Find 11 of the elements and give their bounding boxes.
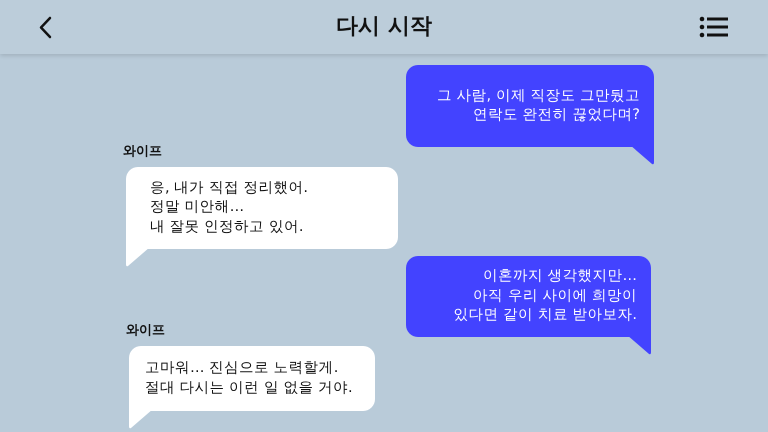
message-text: 이혼까지 생각했지만… [482, 267, 637, 286]
sender-name: 와이프 [126, 323, 165, 339]
message-text: 그 사람, 이제 직장도 그만뒀고 연락도 완전히 끊었다며? [436, 86, 640, 125]
message-text: 고마워… 진심으로 노력할게. [145, 359, 338, 378]
message-text: 정말 미안해… [150, 198, 244, 218]
message-text: 아직 우리 사이에 희망이 있다면 같이 치료 받아보자. [452, 286, 637, 326]
chat-title: 다시 시작 [336, 13, 432, 41]
sender-name: 와이프 [123, 144, 162, 160]
message-text: 응, 내가 직접 정리했어. [150, 178, 308, 198]
message-text: 내 잘못 인정하고 있어. [150, 218, 304, 237]
message-text: 절대 다시는 이런 일 없을 거야. [145, 378, 353, 398]
